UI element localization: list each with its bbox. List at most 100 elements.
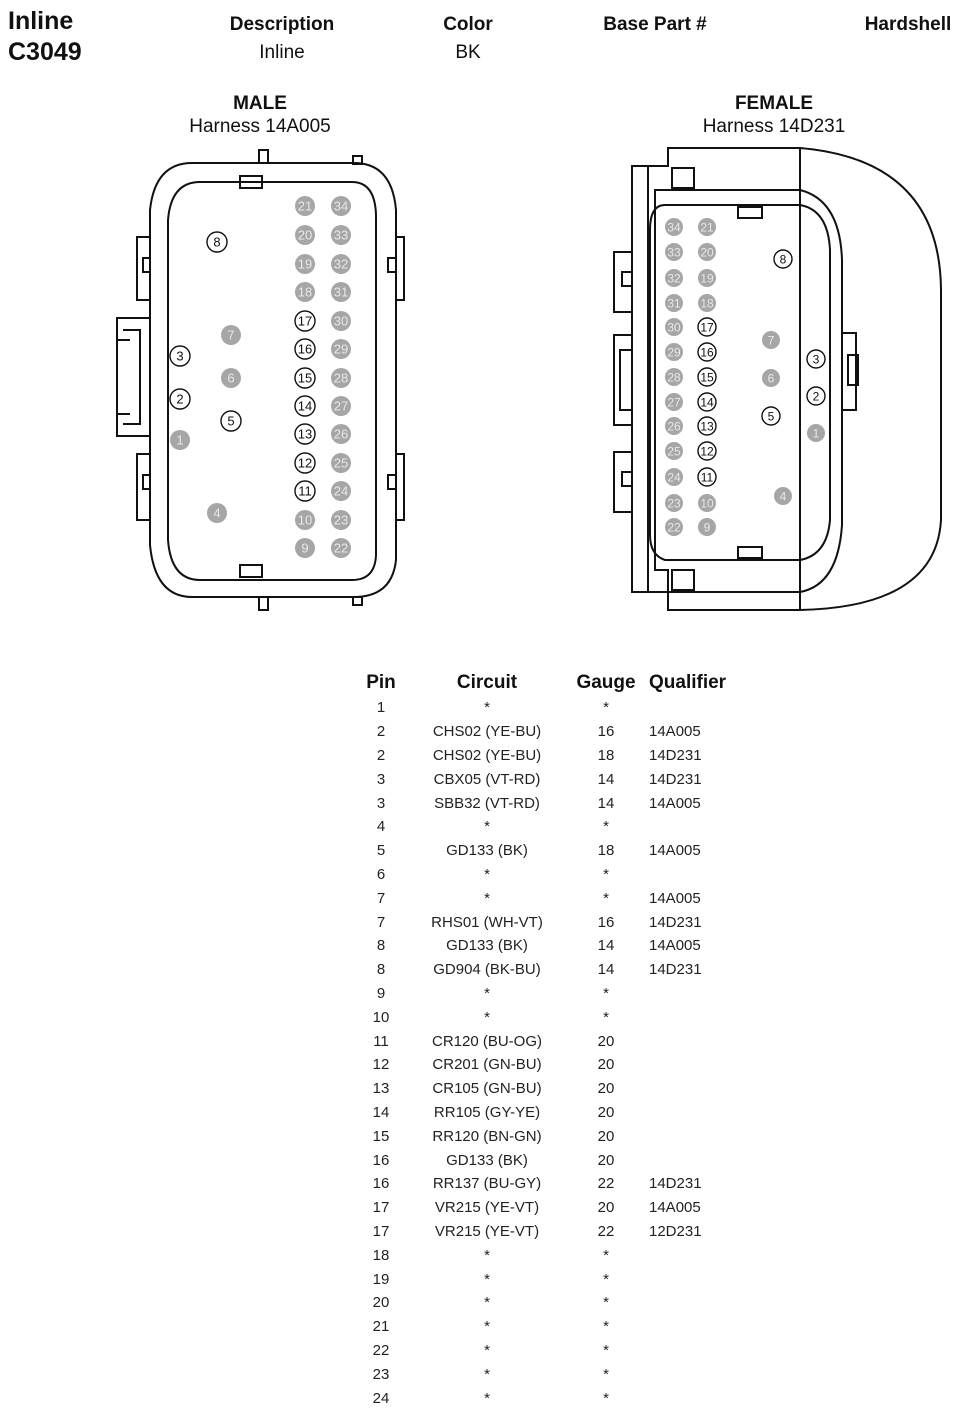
female-cavity-7: 7 <box>762 331 780 349</box>
qualifier-cell: 12D231 <box>649 1222 702 1240</box>
female-cavity-label: 12 <box>700 444 714 458</box>
female-cavity-label: 6 <box>768 371 775 385</box>
male-cavity-29: 29 <box>331 339 351 359</box>
qualifier-cell <box>645 815 729 839</box>
male-cavity-28: 28 <box>331 368 351 388</box>
gauge-cell: * <box>603 818 609 836</box>
header-circuit: Circuit <box>456 672 518 693</box>
connector-id: C3049 <box>8 38 82 66</box>
female-cavity-label: 24 <box>667 470 681 484</box>
female-cavity-label: 32 <box>667 271 681 285</box>
pin-cell: 7 <box>376 889 386 907</box>
gauge-cell: 20 <box>597 1080 615 1098</box>
male-cavity-label: 6 <box>227 371 234 386</box>
circuit-cell: * <box>484 818 490 836</box>
gauge-cell: * <box>603 1294 609 1312</box>
male-cavity-label: 34 <box>334 199 348 214</box>
circuit-cell: GD133 (BK) <box>446 842 528 860</box>
female-cavity-3: 3 <box>806 349 826 369</box>
male-cavity-10: 10 <box>295 510 315 530</box>
male-cavity-2: 2 <box>169 388 191 410</box>
male-cavity-25: 25 <box>331 453 351 473</box>
female-cavity-30: 30 <box>665 318 683 336</box>
qualifier-cell <box>645 1053 729 1077</box>
qualifier-cell: 14A005 <box>649 794 701 812</box>
male-cavity-label: 25 <box>334 456 348 471</box>
table-row: 23** <box>355 1362 729 1386</box>
female-cavity-18: 18 <box>698 294 716 312</box>
female-cavity-label: 26 <box>667 419 681 433</box>
circuit-cell: GD133 (BK) <box>446 1151 528 1169</box>
male-cavity-label: 12 <box>298 456 312 471</box>
circuit-cell: GD904 (BK-BU) <box>433 961 541 979</box>
male-cavity-6: 6 <box>221 368 241 388</box>
male-cavity-18: 18 <box>295 282 315 302</box>
qualifier-cell <box>645 1362 729 1386</box>
female-cavity-6: 6 <box>762 369 780 387</box>
female-connector-diagram: 1234567891011121314151617181920212223242… <box>613 147 942 611</box>
table-row: 18** <box>355 1243 729 1267</box>
pin-cell: 9 <box>376 984 386 1002</box>
female-cavity-label: 29 <box>667 345 681 359</box>
circuit-cell: VR215 (YE-VT) <box>434 1222 540 1240</box>
circuit-cell: RHS01 (WH-VT) <box>431 913 543 931</box>
female-cavity-11: 11 <box>697 467 717 487</box>
female-cavity-14: 14 <box>697 392 717 412</box>
male-cavity-17: 17 <box>294 310 316 332</box>
male-cavity-label: 28 <box>334 371 348 386</box>
male-cavity-label: 29 <box>334 342 348 357</box>
qualifier-cell <box>645 696 729 720</box>
female-cavity-25: 25 <box>665 442 683 460</box>
gauge-cell: * <box>603 1008 609 1026</box>
pin-cell: 17 <box>372 1199 390 1217</box>
table-row: 4** <box>355 815 729 839</box>
female-cavity-15: 15 <box>697 367 717 387</box>
qualifier-cell <box>645 1101 729 1125</box>
female-cavity-label: 19 <box>700 271 714 285</box>
male-cavity-label: 32 <box>334 257 348 272</box>
pin-cell: 11 <box>373 1032 389 1050</box>
pin-cell: 1 <box>376 699 386 717</box>
female-cavity-4: 4 <box>774 487 792 505</box>
table-row: 9** <box>355 982 729 1006</box>
male-cavity-1: 1 <box>170 430 190 450</box>
pin-cell: 8 <box>376 937 386 955</box>
qualifier-cell: 14D231 <box>649 913 702 931</box>
male-cavity-label: 21 <box>298 199 312 214</box>
gauge-cell: * <box>603 865 609 883</box>
base-part-column: Base Part # <box>580 14 730 42</box>
female-cavity-19: 19 <box>698 269 716 287</box>
female-cavity-label: 31 <box>667 296 681 310</box>
male-cavity-33: 33 <box>331 225 351 245</box>
male-cavity-3: 3 <box>169 345 191 367</box>
female-cavity-label: 21 <box>700 220 714 234</box>
circuit-cell: * <box>484 1365 490 1383</box>
pin-cell: 18 <box>372 1246 390 1264</box>
female-cavity-8: 8 <box>773 249 793 269</box>
male-cavity-label: 11 <box>298 484 312 499</box>
circuit-cell: * <box>484 1318 490 1336</box>
female-cavity-9: 9 <box>698 518 716 536</box>
base-part-label: Base Part # <box>603 14 707 35</box>
male-cavity-19: 19 <box>295 254 315 274</box>
female-cavity-33: 33 <box>665 243 683 261</box>
female-cavity-2: 2 <box>806 386 826 406</box>
female-cavity-label: 30 <box>667 320 681 334</box>
pin-cell: 16 <box>372 1175 390 1193</box>
female-heading: FEMALE Harness 14D231 <box>674 92 874 138</box>
description-label: Description <box>229 14 335 35</box>
table-row: 6** <box>355 863 729 887</box>
male-cavity-label: 24 <box>334 484 348 499</box>
female-cavity-label: 22 <box>667 520 681 534</box>
circuit-cell: * <box>484 699 490 717</box>
female-cavity-12: 12 <box>697 441 717 461</box>
male-heading: MALE Harness 14A005 <box>160 92 360 138</box>
female-cavity-28: 28 <box>665 368 683 386</box>
male-cavity-label: 2 <box>176 392 183 407</box>
